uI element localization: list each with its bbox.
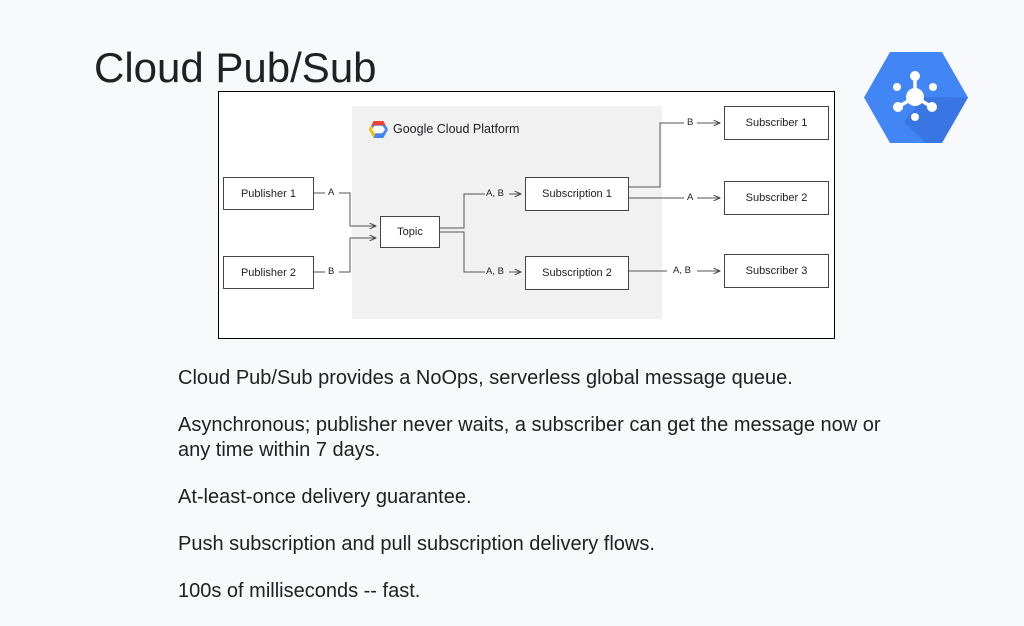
wire-label-to-subscription-1: A, B (486, 188, 504, 199)
subscription-1-box: Subscription 1 (525, 177, 629, 211)
wire-label-to-subscriber-3: A, B (673, 265, 691, 276)
bullet-list: Cloud Pub/Sub provides a NoOps, serverle… (178, 366, 898, 626)
bullet-item: At-least-once delivery guarantee. (178, 486, 472, 508)
publisher-1-box: Publisher 1 (223, 177, 314, 210)
subscriber-3-box: Subscriber 3 (724, 254, 829, 288)
bullet-item: Cloud Pub/Sub provides a NoOps, serverle… (178, 367, 793, 389)
google-cloud-hexagon-icon (369, 120, 388, 139)
gcp-platform-label: Google Cloud Platform (393, 122, 520, 136)
bullet-item: Asynchronous; publisher never waits, a s… (178, 414, 881, 461)
pubsub-hexagon-icon (864, 52, 968, 143)
diagram-connectors (313, 92, 834, 338)
wire-label-to-subscriber-2: A (687, 192, 694, 203)
subscriber-1-box: Subscriber 1 (724, 106, 829, 140)
pubsub-architecture-diagram: Google Cloud Platform (218, 91, 835, 339)
topic-box: Topic (380, 216, 440, 248)
publisher-2-box: Publisher 2 (223, 256, 314, 289)
wire-label-to-subscriber-1: B (687, 117, 694, 128)
subscription-2-box: Subscription 2 (525, 256, 629, 290)
bullet-item: 100s of milliseconds -- fast. (178, 580, 421, 602)
wire-label-pub1: A (328, 187, 335, 198)
bullet-item: Push subscription and pull subscription … (178, 533, 655, 555)
subscriber-2-box: Subscriber 2 (724, 181, 829, 215)
wire-label-to-subscription-2: A, B (486, 266, 504, 277)
slide-title: Cloud Pub/Sub (94, 44, 377, 91)
wire-label-pub2: B (328, 266, 335, 277)
